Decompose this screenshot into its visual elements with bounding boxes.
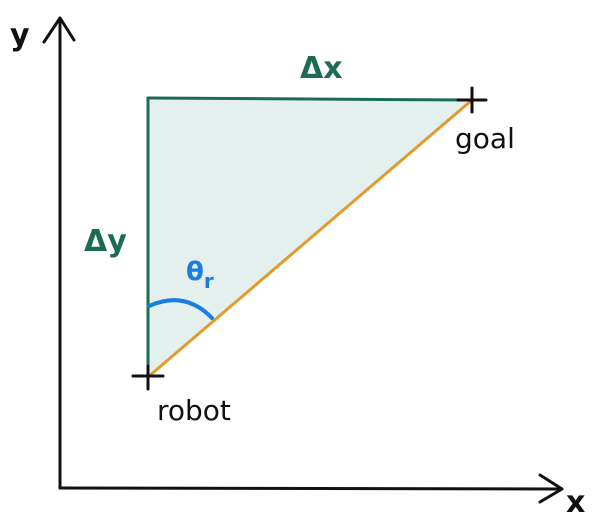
robot-label: robot — [157, 394, 231, 427]
delta-x-label: Δx — [300, 51, 343, 86]
x-axis-label: x — [566, 485, 585, 518]
robot-marker-icon — [131, 364, 165, 391]
goal-label: goal — [455, 122, 515, 155]
delta-y-label: Δy — [84, 224, 127, 259]
theta-angle-arc — [147, 298, 214, 320]
theta-subscript: r — [204, 269, 214, 293]
theta-symbol: θ — [186, 257, 204, 287]
x-axis-arrowhead — [538, 473, 564, 504]
hypotenuse-line — [146, 98, 474, 379]
y-axis-arrowhead — [42, 16, 76, 44]
delta-x-edge — [146, 96, 474, 102]
goal-marker-icon — [456, 86, 488, 114]
theta-label: θr — [186, 257, 214, 293]
y-axis-label: y — [10, 18, 30, 53]
x-axis-line — [58, 486, 562, 491]
